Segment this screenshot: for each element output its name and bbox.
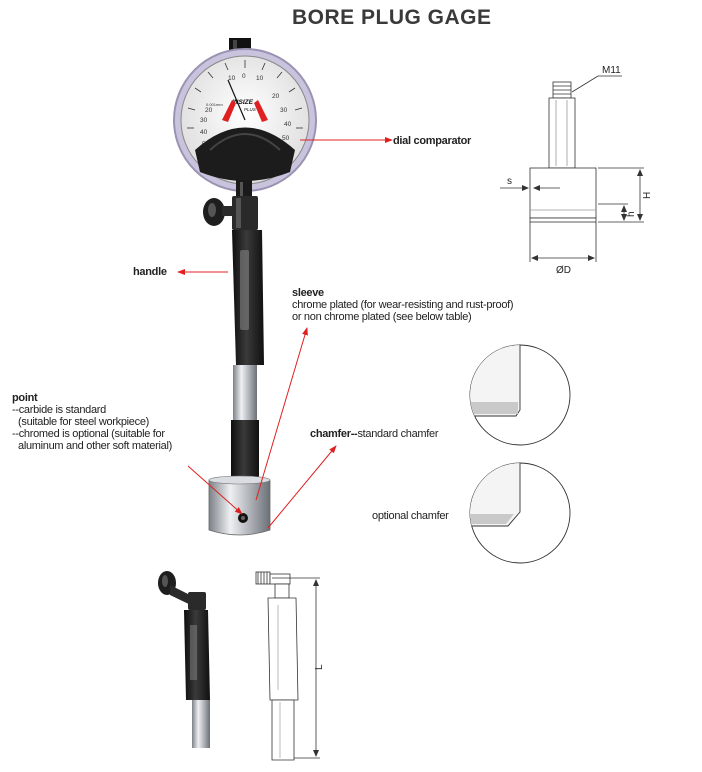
arrow-chamfer xyxy=(267,445,337,529)
handle-outline-drawing xyxy=(255,571,320,761)
dial-num-left-2: 30 xyxy=(200,117,208,124)
dial-num-right-1: 20 xyxy=(272,93,280,100)
bore-gage-assembly: 10 0 10 20 30 40 50 20 30 40 50 INSIZE P… xyxy=(173,38,317,536)
dim-L-label: L xyxy=(314,664,325,670)
label-dial-comparator: dial comparator xyxy=(393,135,472,147)
standard-chamfer-detail xyxy=(469,344,571,446)
label-chamfer-bold: chamfer-- xyxy=(310,428,358,440)
handle xyxy=(232,230,264,365)
dial-num-right-3: 40 xyxy=(284,121,292,128)
label-sleeve-line1: chrome plated (for wear-resisting and ru… xyxy=(292,299,514,311)
dial-num-left-3: 40 xyxy=(200,129,208,136)
dial-num-right-2: 30 xyxy=(280,107,288,114)
page-title: BORE PLUG GAGE xyxy=(292,6,492,29)
label-chamfer-rest: standard chamfer xyxy=(357,428,439,440)
label-chamfer: chamfer--standard chamfer xyxy=(310,428,439,440)
dial-unit-text: 0.001mm xyxy=(206,102,223,107)
arrow-sleeve xyxy=(255,327,308,501)
brand-logo-text: INSIZE xyxy=(232,99,254,106)
brand-sub-text: PLUS xyxy=(244,107,256,112)
label-sleeve-title: sleeve xyxy=(292,287,324,299)
label-point-line2: (suitable for steel workpiece) xyxy=(18,416,150,428)
label-optional-chamfer: optional chamfer xyxy=(372,510,449,522)
label-point-line4: aluminum and other soft material) xyxy=(18,440,172,452)
extension-tube xyxy=(233,365,257,420)
dial-ticks xyxy=(187,60,303,129)
dim-thread-label: M11 xyxy=(602,65,621,76)
dimension-drawing xyxy=(500,75,644,262)
label-handle: handle xyxy=(133,266,167,278)
dim-s-label: s xyxy=(507,176,512,187)
dial-num-right-4: 50 xyxy=(282,135,290,142)
tolerance-pointer-left xyxy=(222,100,236,122)
label-point-title: point xyxy=(12,392,38,404)
dial-comparator: 10 0 10 20 30 40 50 20 30 40 50 INSIZE P… xyxy=(173,48,317,192)
dial-needle xyxy=(227,79,246,121)
dim-h-label: h xyxy=(626,211,637,217)
dim-H-label: H xyxy=(642,192,653,199)
dim-D-label: ØD xyxy=(556,265,571,276)
tolerance-pointer-right xyxy=(254,100,268,122)
label-sleeve-line2: or non chrome plated (see below table) xyxy=(292,311,472,323)
clamp-block xyxy=(232,196,258,230)
dial-num-top-1: 10 xyxy=(228,75,236,82)
alternate-handle-view xyxy=(158,571,210,748)
dial-num-left-1: 20 xyxy=(205,107,213,114)
label-point-line3: --chromed is optional (suitable for xyxy=(12,428,165,440)
dial-housing xyxy=(195,127,295,181)
label-point-line1: --carbide is standard xyxy=(12,404,106,416)
arrow-point xyxy=(187,465,243,515)
dial-num-top-3: 10 xyxy=(256,75,264,82)
clamp-knob xyxy=(203,198,240,226)
optional-chamfer-detail xyxy=(469,462,571,564)
lower-body xyxy=(231,420,259,478)
dial-num-top-2: 0 xyxy=(242,73,246,80)
